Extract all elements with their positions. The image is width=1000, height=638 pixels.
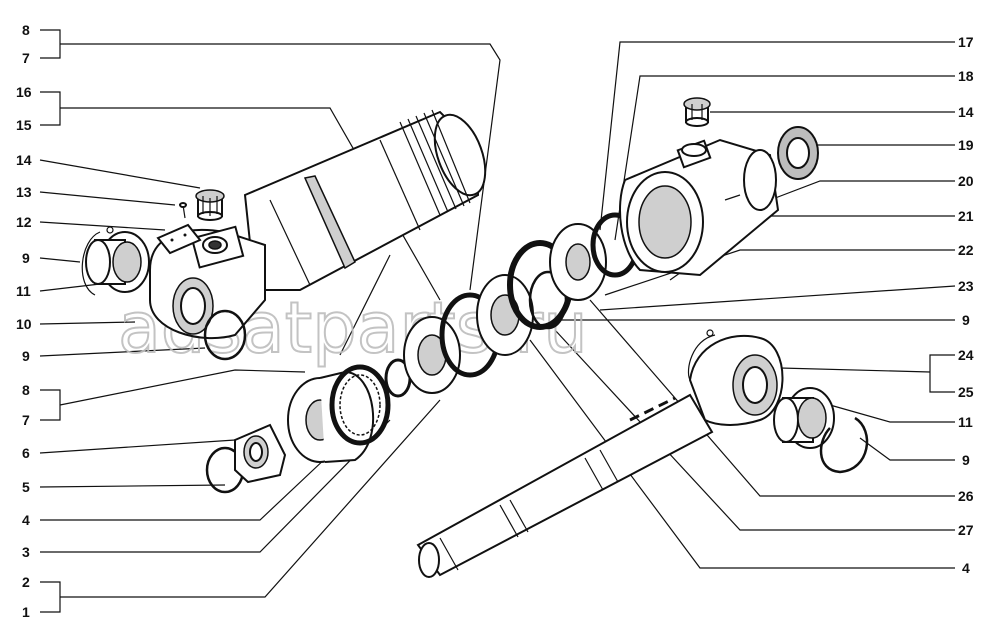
nut-6 bbox=[234, 423, 287, 484]
callouts-left: 8 7 16 15 14 13 12 9 11 10 9 8 7 6 5 4 3… bbox=[16, 22, 32, 620]
callout-2: 2 bbox=[22, 574, 30, 590]
breather-plug-left bbox=[195, 189, 225, 221]
callout-21: 21 bbox=[958, 208, 974, 224]
spherical-bearing-left bbox=[85, 231, 150, 293]
cylinder-rear-clevis bbox=[149, 225, 266, 340]
callouts-right: 17 18 14 19 20 21 22 23 9 24 25 11 9 26 … bbox=[958, 34, 974, 576]
snap-ring-right-lower bbox=[819, 416, 869, 474]
callout-8: 8 bbox=[22, 382, 30, 398]
callout-5: 5 bbox=[22, 479, 30, 495]
callout-4: 4 bbox=[22, 512, 30, 528]
callout-16: 16 bbox=[16, 84, 32, 100]
breather-plug-right bbox=[683, 97, 711, 127]
callout-4: 4 bbox=[962, 560, 970, 576]
callout-26: 26 bbox=[958, 488, 974, 504]
callout-9: 9 bbox=[962, 312, 970, 328]
piston-rod bbox=[416, 393, 714, 578]
callout-25: 25 bbox=[958, 384, 974, 400]
callout-18: 18 bbox=[958, 68, 974, 84]
callout-20: 20 bbox=[958, 173, 974, 189]
callout-13: 13 bbox=[16, 184, 32, 200]
spherical-bearing-right bbox=[773, 387, 835, 449]
wiper-ring-19 bbox=[777, 126, 819, 180]
piston-head-4 bbox=[287, 370, 375, 463]
callout-7: 7 bbox=[22, 50, 30, 66]
guide-ring-1 bbox=[403, 316, 461, 394]
callout-15: 15 bbox=[16, 117, 32, 133]
callout-9: 9 bbox=[962, 452, 970, 468]
callout-14: 14 bbox=[958, 104, 974, 120]
callout-27: 27 bbox=[958, 522, 974, 538]
callout-1: 1 bbox=[22, 604, 30, 620]
piston-seal-3 bbox=[329, 364, 391, 446]
callout-6: 6 bbox=[22, 445, 30, 461]
callout-8: 8 bbox=[22, 22, 30, 38]
callout-24: 24 bbox=[958, 347, 974, 363]
callout-23: 23 bbox=[958, 278, 974, 294]
cylinder-barrel bbox=[243, 109, 487, 291]
callout-11: 11 bbox=[16, 283, 31, 299]
callout-12: 12 bbox=[16, 214, 32, 230]
callout-9: 9 bbox=[22, 250, 30, 266]
callout-19: 19 bbox=[958, 137, 974, 153]
callout-3: 3 bbox=[22, 544, 30, 560]
callout-11: 11 bbox=[958, 414, 973, 430]
callout-7: 7 bbox=[22, 412, 30, 428]
snap-ring-right-upper bbox=[687, 329, 716, 381]
callout-10: 10 bbox=[16, 316, 32, 332]
callout-9: 9 bbox=[22, 348, 30, 364]
callout-22: 22 bbox=[958, 242, 974, 258]
callout-14: 14 bbox=[16, 152, 32, 168]
cylinder-head-20 bbox=[619, 138, 780, 277]
rod-eye-24 bbox=[688, 334, 784, 426]
snap-ring-left-lower bbox=[203, 309, 247, 361]
name-plate bbox=[156, 223, 202, 255]
plate-screw bbox=[179, 202, 187, 219]
callout-17: 17 bbox=[958, 34, 974, 50]
snap-ring-left-upper bbox=[81, 226, 114, 296]
